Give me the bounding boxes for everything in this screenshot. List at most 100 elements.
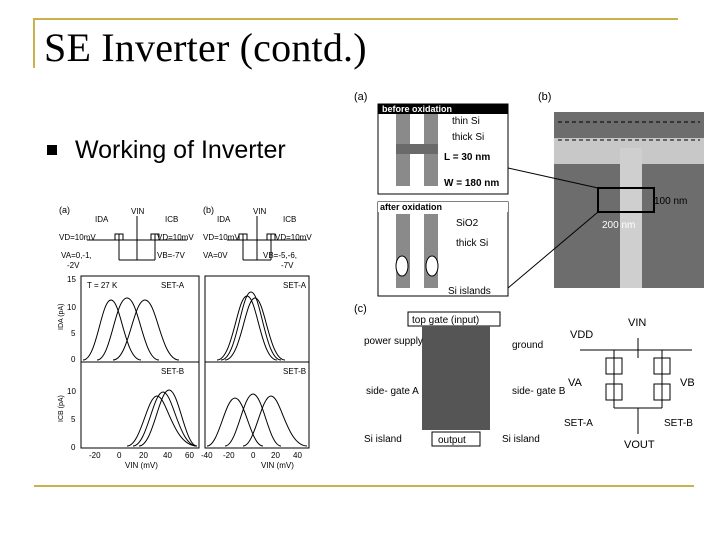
ground-label: ground bbox=[512, 340, 543, 351]
circuit-b-vb: VB=-5,-6, bbox=[263, 251, 297, 260]
footer-rule bbox=[34, 485, 694, 487]
circuit-a-va2: -2V bbox=[67, 261, 80, 270]
side-gate-a-label: side- gate A bbox=[366, 386, 419, 397]
inverter-circuit bbox=[580, 338, 692, 434]
panel-b-label: (b) bbox=[203, 205, 214, 215]
thin-si-label: thin Si bbox=[452, 116, 480, 127]
side-gate-b-label: side- gate B bbox=[512, 386, 566, 397]
gate-body bbox=[422, 326, 490, 430]
circuit-b-va: VA=0V bbox=[203, 251, 228, 260]
output-box bbox=[431, 431, 481, 447]
circuit-a bbox=[87, 216, 187, 261]
top-gate-label: top gate (input) bbox=[412, 315, 479, 326]
si-island-left-label: Si island bbox=[364, 434, 402, 445]
y-label-bottom: ICB (pA) bbox=[58, 395, 65, 422]
after-oxidation-header bbox=[378, 202, 508, 212]
zoom-line-top bbox=[507, 167, 599, 189]
vin-label: VIN bbox=[628, 317, 646, 329]
panel-a-label: (a) bbox=[59, 205, 70, 215]
slide-title: SE Inverter (contd.) bbox=[44, 25, 367, 70]
circuit-b-icb: ICB bbox=[283, 215, 296, 224]
xtick-b-0: -40 bbox=[201, 451, 213, 460]
xtick-b-4: 40 bbox=[293, 451, 302, 460]
set-a-label-b: SET-A bbox=[283, 281, 307, 290]
scale-100-label: 100 nm bbox=[654, 196, 687, 207]
title-rule-horizontal bbox=[33, 18, 678, 20]
set-b-label-a: SET-B bbox=[161, 367, 184, 376]
xtick-a-3: 40 bbox=[163, 451, 172, 460]
circuit-a-ida: IDA bbox=[95, 215, 109, 224]
curves-b-top bbox=[216, 291, 286, 361]
circuit-b-vin: VIN bbox=[253, 207, 267, 216]
circuit-b bbox=[227, 216, 307, 261]
power-supply-label: power supply bbox=[364, 336, 423, 347]
ytick-top-0: 15 bbox=[67, 275, 76, 284]
panel-c-label-right: (c) bbox=[354, 303, 367, 315]
si-island-right-label: Si island bbox=[502, 434, 540, 445]
circuit-b-ida: IDA bbox=[217, 215, 231, 224]
thick-si-label: thick Si bbox=[452, 132, 484, 143]
vb-label: VB bbox=[680, 377, 695, 389]
xtick-b-1: -20 bbox=[223, 451, 235, 460]
thick-si-label-2: thick Si bbox=[456, 238, 488, 249]
si-island-left bbox=[395, 255, 409, 277]
before-oxidation-label: before oxidation bbox=[382, 104, 452, 114]
va-label: VA bbox=[568, 377, 583, 389]
figure-right: (a) (b) (c) before oxidation thin Si thi… bbox=[352, 88, 708, 456]
circuit-b-vb2: -7V bbox=[281, 261, 294, 270]
ytick-top-3: 0 bbox=[71, 355, 76, 364]
vout-label: VOUT bbox=[624, 439, 655, 451]
si-island-right bbox=[425, 255, 439, 277]
w-dim-label: W = 180 nm bbox=[444, 178, 499, 189]
si-left-bar-2 bbox=[396, 214, 410, 288]
sio2-label: SiO2 bbox=[456, 218, 479, 229]
set-b-right-label: SET-B bbox=[664, 418, 693, 429]
circuit-a-vd: VD=10mV bbox=[59, 233, 96, 242]
sem-vertical-bar bbox=[620, 148, 642, 288]
xtick-b-2: 0 bbox=[251, 451, 256, 460]
after-oxidation-label: after oxidation bbox=[380, 202, 442, 212]
xtick-a-1: 0 bbox=[117, 451, 122, 460]
circuit-a-vin: VIN bbox=[131, 207, 145, 216]
scale-200-label: 200 nm bbox=[602, 220, 635, 231]
title-rule-vertical bbox=[33, 18, 35, 68]
circuit-a-vd2: VD=10mV bbox=[157, 233, 194, 242]
panel-a-label-right: (a) bbox=[354, 91, 367, 103]
set-b-label-b: SET-B bbox=[283, 367, 306, 376]
figure-left-svg: (a) (b) IDA VIN ICB VD=10mV VD=10mV VA=0… bbox=[58, 205, 312, 470]
xtick-a-4: 60 bbox=[185, 451, 194, 460]
ytick-top-2: 5 bbox=[71, 329, 76, 338]
curves-a-bottom bbox=[126, 389, 198, 447]
output-label: output bbox=[438, 435, 466, 446]
circuit-a-va: VA=0,-1, bbox=[61, 251, 92, 260]
before-oxidation-header bbox=[378, 104, 508, 114]
bullet-text: Working of Inverter bbox=[75, 136, 286, 164]
circuit-a-vb: VB=-7V bbox=[157, 251, 185, 260]
si-islands-label: Si islands bbox=[448, 286, 491, 297]
panel-b-label-right: (b) bbox=[538, 91, 551, 103]
xtick-a-0: -20 bbox=[89, 451, 101, 460]
sem-zoom-box bbox=[597, 187, 655, 213]
curves-a-top bbox=[82, 297, 180, 361]
zoom-line-bottom bbox=[507, 211, 599, 289]
xtick-a-2: 20 bbox=[139, 451, 148, 460]
ytick-bot-1: 5 bbox=[71, 415, 76, 424]
ytick-bot-2: 0 bbox=[71, 443, 76, 452]
x-label-b: VIN (mV) bbox=[261, 461, 294, 470]
ytick-top-1: 10 bbox=[67, 303, 76, 312]
figure-left: (a) (b) IDA VIN ICB VD=10mV VD=10mV VA=0… bbox=[57, 200, 313, 470]
curves-b-bottom bbox=[206, 393, 308, 447]
ytick-bot-0: 10 bbox=[67, 387, 76, 396]
set-a-label-a: SET-A bbox=[161, 281, 185, 290]
y-label-top: IDA (pA) bbox=[58, 304, 65, 330]
si-bridge bbox=[396, 144, 438, 154]
xtick-b-3: 20 bbox=[271, 451, 280, 460]
figure-right-svg: (a) (b) (c) before oxidation thin Si thi… bbox=[354, 91, 704, 451]
set-a-right-label: SET-A bbox=[564, 418, 593, 429]
square-bullet-icon bbox=[47, 145, 57, 155]
circuit-b-vd2: VD=10mV bbox=[275, 233, 312, 242]
x-label-a: VIN (mV) bbox=[125, 461, 158, 470]
temp-label: T = 27 K bbox=[87, 281, 118, 290]
si-right-bar-2 bbox=[424, 214, 438, 288]
vdd-label: VDD bbox=[570, 329, 593, 341]
